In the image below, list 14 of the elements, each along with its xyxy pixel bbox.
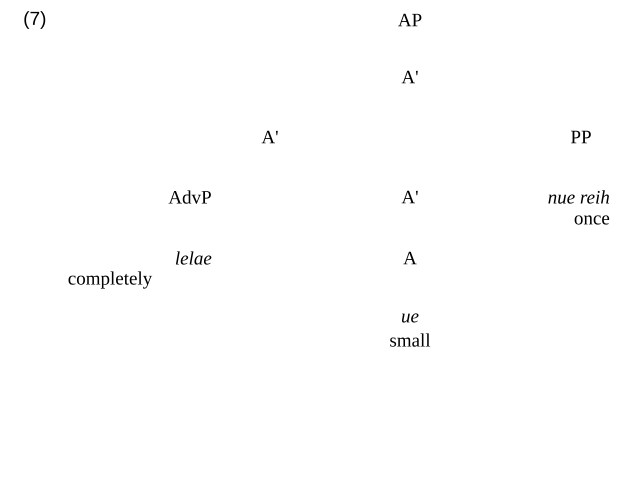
tree-label: PP xyxy=(571,130,591,144)
tree-label: completely xyxy=(68,271,152,289)
tree-label: A' xyxy=(402,70,418,84)
tree-label: AP xyxy=(398,14,422,26)
tree-label: once xyxy=(574,215,610,225)
tree-label: A' xyxy=(402,190,418,204)
tree-label: A' xyxy=(262,130,278,144)
gloss-text: lelae xyxy=(176,251,212,265)
gloss-text: ue xyxy=(402,313,419,323)
tree-label: small xyxy=(390,333,430,347)
tree-label: AdvP xyxy=(168,190,211,204)
gloss-text: nue reih xyxy=(548,190,610,204)
tree-label: A xyxy=(403,252,417,264)
example-number: (7) xyxy=(24,11,46,29)
